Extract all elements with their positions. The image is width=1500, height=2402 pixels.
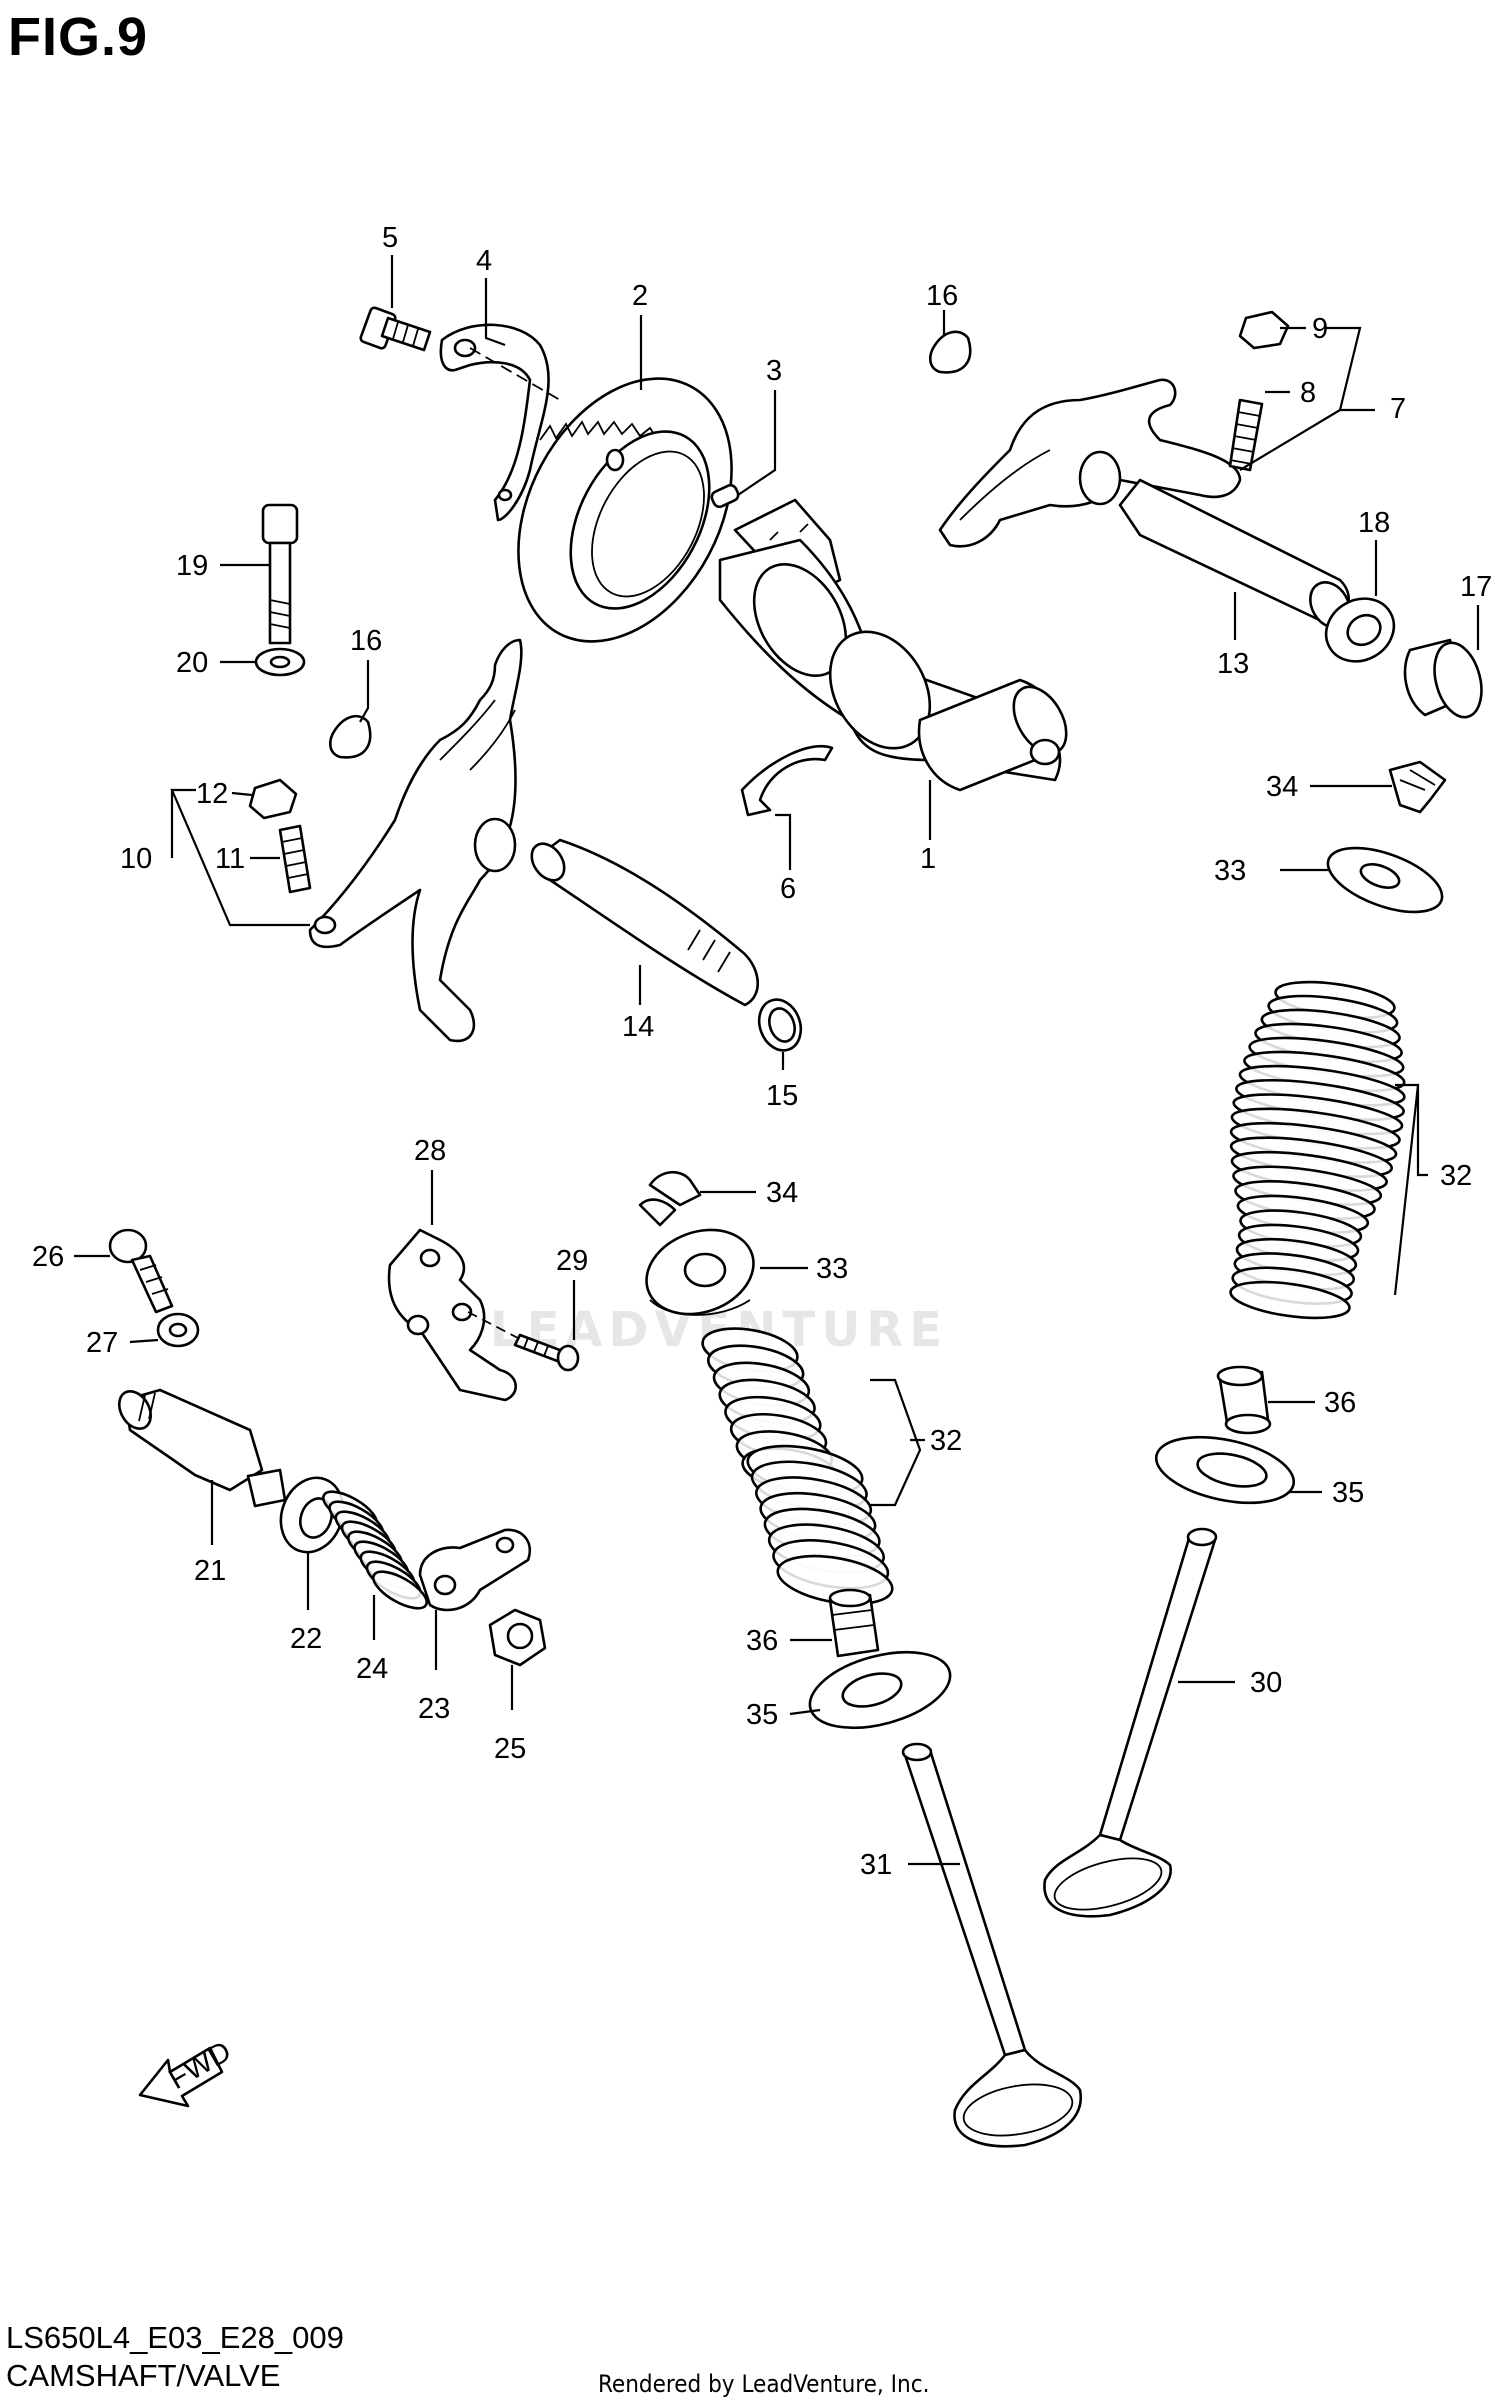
callout-1: 1 xyxy=(920,843,936,875)
part-screw-29 xyxy=(513,1333,580,1372)
callout-34-right: 34 xyxy=(1266,771,1298,803)
callout-19: 19 xyxy=(176,550,208,582)
callout-4: 4 xyxy=(476,245,492,277)
part-plug-17 xyxy=(1403,638,1483,719)
callout-2: 2 xyxy=(632,280,648,312)
part-seat-35-right xyxy=(1154,1435,1296,1505)
part-seal-36-center xyxy=(828,1588,880,1658)
callout-10: 10 xyxy=(120,843,152,875)
part-bolt-19 xyxy=(261,503,299,645)
callout-28: 28 xyxy=(414,1135,446,1167)
part-rocker-shaft-13 xyxy=(1118,478,1351,629)
callout-5: 5 xyxy=(382,222,398,254)
part-washer-20 xyxy=(254,647,306,677)
callout-36-right: 36 xyxy=(1324,1387,1356,1419)
part-bolt-5 xyxy=(359,306,432,352)
callout-16-lower: 16 xyxy=(350,625,382,657)
part-retainer-33-right xyxy=(1326,846,1444,914)
callout-35-right: 35 xyxy=(1332,1477,1364,1509)
callout-9: 9 xyxy=(1312,313,1328,345)
callout-14: 14 xyxy=(622,1011,654,1043)
part-nut-25 xyxy=(488,1608,547,1667)
callout-32-right: 32 xyxy=(1440,1160,1472,1192)
callout-31: 31 xyxy=(860,1849,892,1881)
part-nut-9 xyxy=(1238,310,1290,350)
part-nut-12 xyxy=(248,778,298,820)
figure-title: FIG.9 xyxy=(8,7,149,67)
callout-29: 29 xyxy=(556,1245,588,1277)
part-clip-6 xyxy=(740,745,834,817)
callout-12: 12 xyxy=(196,778,228,810)
part-cotter-34-center xyxy=(638,1171,702,1227)
callout-18: 18 xyxy=(1358,507,1390,539)
fwd-arrow-icon: FWD xyxy=(138,2035,237,2108)
part-adjuster-11 xyxy=(278,824,312,894)
part-decomp-shaft-21 xyxy=(117,1388,287,1508)
callout-11: 11 xyxy=(215,843,245,875)
part-washer-18 xyxy=(1324,597,1396,663)
part-plate-4 xyxy=(439,323,550,522)
callout-33-right: 33 xyxy=(1214,855,1246,887)
part-spring-32-center xyxy=(701,1327,894,1606)
callout-15: 15 xyxy=(766,1080,798,1112)
callout-30: 30 xyxy=(1250,1667,1282,1699)
section-title: CAMSHAFT/VALVE xyxy=(6,2358,281,2393)
fwd-label: FWD xyxy=(164,2035,237,2096)
part-seat-35-center xyxy=(808,1650,952,1730)
part-spring-24 xyxy=(322,1490,428,1610)
callout-6: 6 xyxy=(780,873,796,905)
callout-7: 7 xyxy=(1390,393,1406,425)
callout-layer: 1 2 3 4 5 6 7 8 9 10 11 12 13 xyxy=(32,222,1492,1881)
part-plate-16-upper xyxy=(929,330,972,374)
callout-34-center: 34 xyxy=(766,1177,798,1209)
callout-22: 22 xyxy=(290,1623,322,1655)
part-lever-23 xyxy=(418,1528,531,1612)
callout-21: 21 xyxy=(194,1555,226,1587)
callout-8: 8 xyxy=(1300,377,1316,409)
callout-3: 3 xyxy=(766,355,782,387)
part-rocker-arm-10 xyxy=(308,638,523,1043)
part-adjuster-8 xyxy=(1228,398,1264,472)
part-plate-16-lower xyxy=(329,714,372,759)
callout-23: 23 xyxy=(418,1693,450,1725)
callout-33-center: 33 xyxy=(816,1253,848,1285)
part-camshaft-1 xyxy=(718,498,1068,792)
part-spring-32-right xyxy=(1229,980,1406,1320)
part-valve-30 xyxy=(1043,1527,1218,1918)
part-seal-36-right xyxy=(1216,1365,1272,1435)
part-rocker-arm-7 xyxy=(938,378,1242,548)
credit-text: Rendered by LeadVenture, Inc. xyxy=(598,2370,930,2398)
part-cotter-34-right xyxy=(1388,760,1447,814)
part-retainer-33-center xyxy=(645,1228,755,1316)
part-pin-3 xyxy=(710,483,740,509)
callout-16-upper: 16 xyxy=(926,280,958,312)
callout-13: 13 xyxy=(1217,648,1249,680)
callout-20: 20 xyxy=(176,647,208,679)
callout-27: 27 xyxy=(86,1327,118,1359)
part-rocker-shaft-14 xyxy=(530,838,760,1007)
part-bolt-26 xyxy=(108,1228,174,1314)
callout-25: 25 xyxy=(494,1733,526,1765)
callout-24: 24 xyxy=(356,1653,388,1685)
callout-36-center: 36 xyxy=(746,1625,778,1657)
part-bracket-28 xyxy=(387,1228,517,1402)
part-washer-27 xyxy=(156,1312,200,1348)
callout-35-center: 35 xyxy=(746,1699,778,1731)
callout-26: 26 xyxy=(32,1241,64,1273)
part-o-ring-15 xyxy=(757,998,803,1052)
callout-17: 17 xyxy=(1460,571,1492,603)
callout-32-center: 32 xyxy=(930,1425,962,1457)
part-valve-31 xyxy=(901,1742,1083,2148)
part-cam-sprocket-2 xyxy=(517,377,733,643)
diagram-code: LS650L4_E03_E28_009 xyxy=(6,2320,344,2355)
